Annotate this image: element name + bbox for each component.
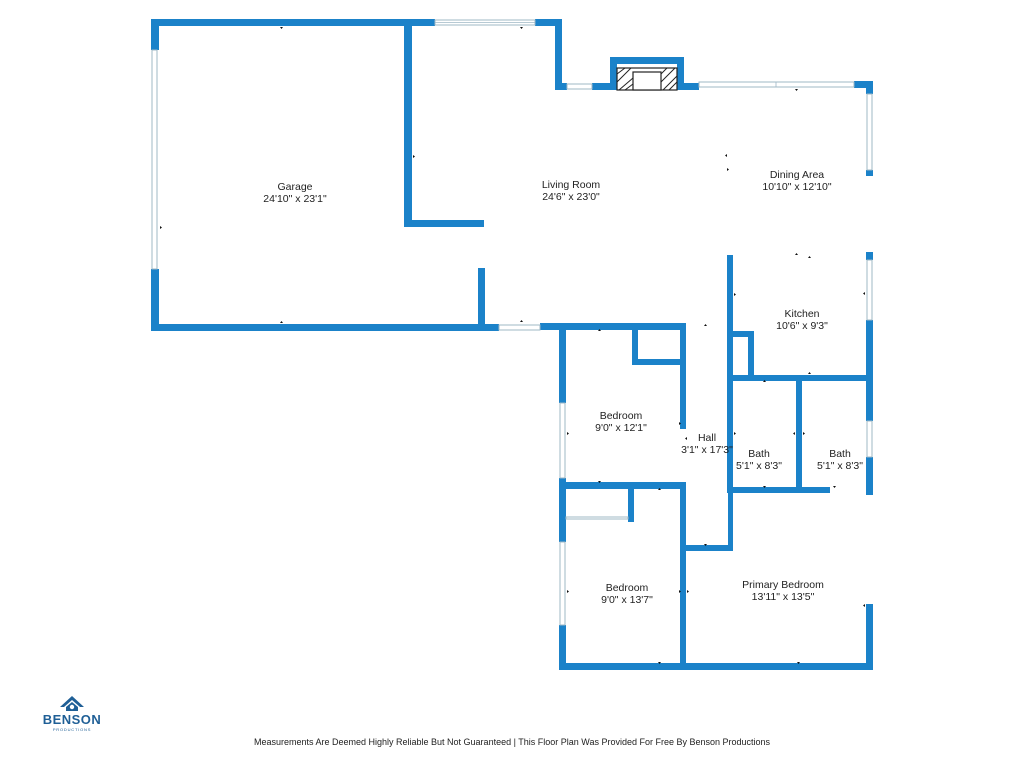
room-hall: Hall 3'1" x 17'3" [681, 432, 733, 456]
room-garage-dims: 24'10" x 23'1" [263, 193, 327, 205]
room-bedroom2-dims: 9'0" x 13'7" [601, 594, 653, 606]
room-living-dims: 24'6" x 23'0" [542, 191, 600, 203]
house-logo-icon [60, 696, 84, 711]
logo-tagline: PRODUCTIONS [53, 727, 91, 732]
room-dining: Dining Area 10'10" x 12'10" [762, 169, 832, 193]
lower-bedroom-walls [559, 482, 873, 670]
room-primary-name: Primary Bedroom [742, 579, 824, 591]
fireplace [610, 57, 684, 91]
room-bedroom1: Bedroom 9'0" x 12'1" [595, 410, 647, 434]
room-garage-name: Garage [277, 181, 312, 193]
benson-logo: BENSON PRODUCTIONS [43, 696, 102, 732]
room-dining-name: Dining Area [770, 169, 824, 181]
room-bath1-dims: 5'1" x 8'3" [736, 460, 782, 472]
room-hall-name: Hall [698, 432, 716, 444]
room-kitchen-name: Kitchen [784, 308, 819, 320]
room-bedroom2: Bedroom 9'0" x 13'7" [601, 582, 653, 606]
room-bath1-name: Bath [748, 448, 770, 460]
room-bath2-name: Bath [829, 448, 851, 460]
windows [151, 19, 873, 626]
bedroom1-walls [559, 323, 686, 542]
bath-walls [686, 375, 873, 551]
room-kitchen-dims: 10'6" x 9'3" [776, 320, 828, 332]
room-primary: Primary Bedroom 13'11" x 13'5" [742, 579, 824, 603]
logo-wordmark: BENSON [43, 712, 102, 727]
room-bedroom1-name: Bedroom [600, 410, 643, 422]
room-bath2: Bath 5'1" x 8'3" [817, 448, 863, 472]
room-bedroom2-name: Bedroom [606, 582, 649, 594]
room-bath2-dims: 5'1" x 8'3" [817, 460, 863, 472]
dimension-ticks [160, 27, 865, 664]
room-living: Living Room 24'6" x 23'0" [542, 179, 601, 203]
room-garage: Garage 24'10" x 23'1" [263, 181, 327, 205]
living-dining-walls [535, 19, 873, 420]
garage-walls [151, 19, 499, 331]
room-living-name: Living Room [542, 179, 601, 191]
room-bedroom1-dims: 9'0" x 12'1" [595, 422, 647, 434]
room-dining-dims: 10'10" x 12'10" [762, 181, 832, 193]
footer-disclaimer: Measurements Are Deemed Highly Reliable … [253, 737, 771, 747]
room-primary-dims: 13'11" x 13'5" [752, 591, 815, 603]
room-hall-dims: 3'1" x 17'3" [681, 444, 733, 456]
room-kitchen: Kitchen 10'6" x 9'3" [776, 308, 828, 332]
room-bath1: Bath 5'1" x 8'3" [736, 448, 782, 472]
